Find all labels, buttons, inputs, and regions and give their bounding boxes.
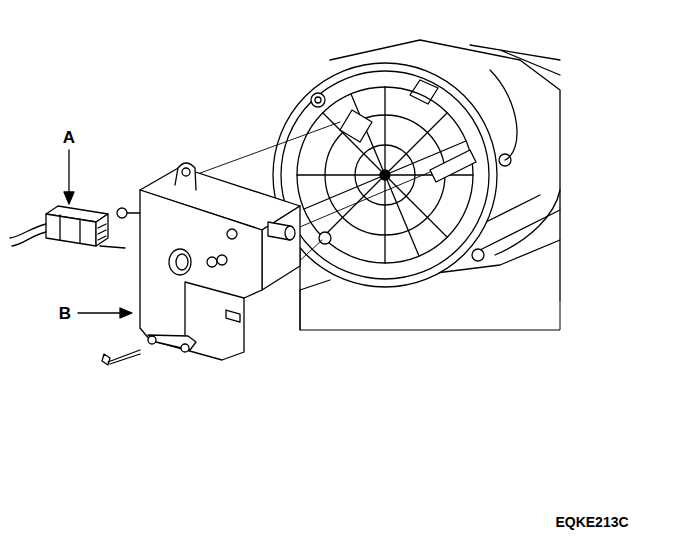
part-letter: B [59,305,71,322]
figure-code: EQKE213C [555,515,628,529]
connector [10,206,125,248]
screw [102,208,227,365]
actuator [140,163,300,360]
blower-housing [273,40,560,330]
part-letter: A [63,129,75,146]
leader-arrow [64,150,132,318]
